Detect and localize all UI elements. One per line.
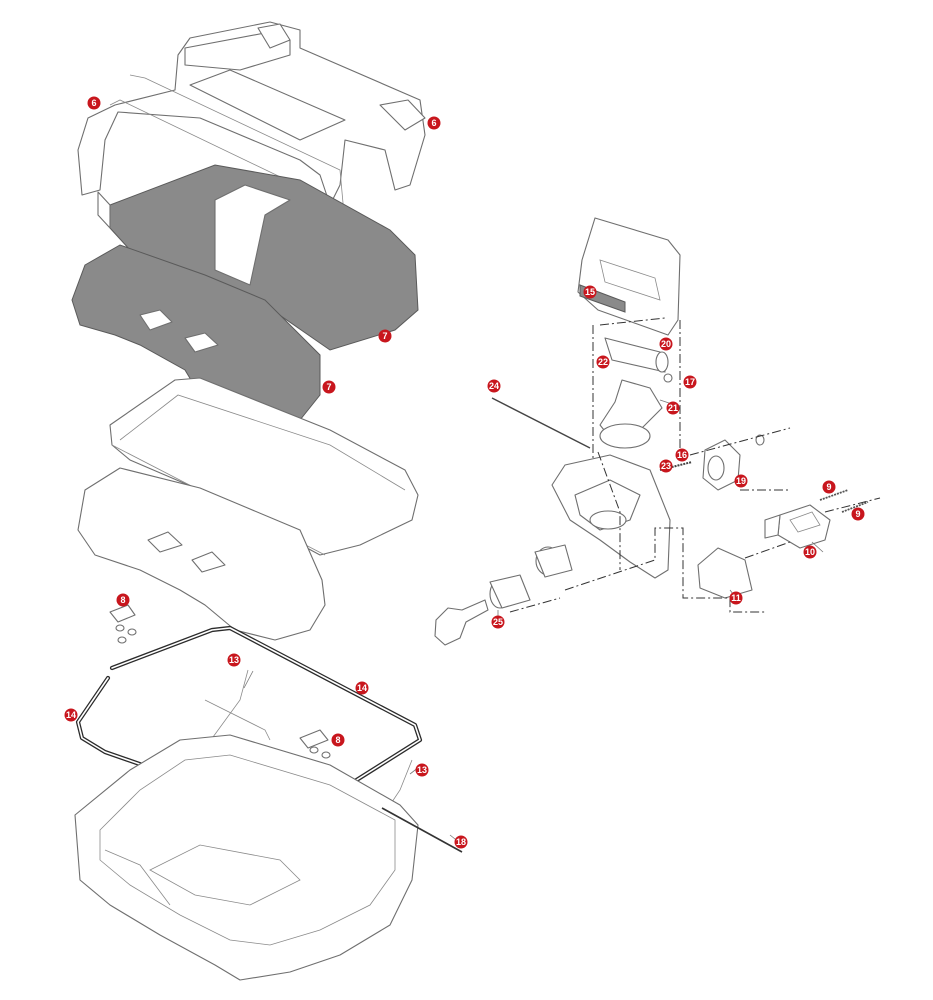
callout-label: 14 [66, 710, 76, 720]
callout-label: 25 [493, 617, 503, 627]
callout-marker [666, 401, 680, 415]
lock-plate-15 [577, 217, 681, 336]
callout-marker [491, 615, 505, 629]
callout-label: 8 [120, 595, 125, 605]
callout-label: 10 [805, 547, 815, 557]
callout-markers: 6 6 7 7 8 8 9 9 10 11 13 13 14 14 15 16 17 18 19 20 21 22 23 24… [64, 96, 865, 849]
callout-label: 6 [431, 118, 436, 128]
callout-label: 11 [731, 593, 741, 603]
lock-cylinder-19 [702, 434, 765, 491]
callout-marker [322, 380, 336, 394]
callout-label: 6 [91, 98, 96, 108]
callout-label: 24 [489, 381, 499, 391]
callout-marker [116, 593, 130, 607]
callout-label: 17 [685, 377, 695, 387]
rod-24 [491, 397, 591, 449]
callout-marker [822, 480, 836, 494]
callout-marker [415, 763, 429, 777]
hinge-clip-left [109, 604, 137, 644]
callout-marker [331, 733, 345, 747]
callout-marker [675, 448, 689, 462]
latch-10 [764, 504, 831, 549]
callout-marker [659, 337, 673, 351]
callout-marker [683, 375, 697, 389]
lock-barrel-20 [604, 337, 673, 383]
callout-marker [454, 835, 468, 849]
callout-marker [87, 96, 101, 110]
lock-springs-9 [819, 489, 869, 513]
callout-label: 9 [855, 509, 860, 519]
callout-marker [355, 681, 369, 695]
callout-label: 13 [417, 765, 427, 775]
base-tub [74, 734, 419, 981]
latch-11 [697, 547, 753, 599]
callout-label: 7 [382, 331, 387, 341]
callout-label: 15 [585, 287, 595, 297]
lid-handle-assembly [77, 21, 426, 233]
callout-marker [596, 355, 610, 369]
callout-marker [659, 459, 673, 473]
callout-label: 20 [661, 339, 671, 349]
assembly-lines [509, 317, 881, 613]
lid-outer-shell [77, 467, 326, 641]
callout-marker [729, 591, 743, 605]
callout-label: 14 [357, 683, 367, 693]
callout-marker [487, 379, 501, 393]
callout-label: 21 [668, 403, 678, 413]
hinge-rod [381, 807, 463, 853]
callout-marker [64, 708, 78, 722]
liner-panel-upper [97, 164, 419, 351]
callout-label: 19 [736, 476, 746, 486]
callout-label: 13 [229, 655, 239, 665]
callout-label: 7 [326, 382, 331, 392]
callout-marker [227, 653, 241, 667]
callout-marker [427, 116, 441, 130]
callout-label: 9 [826, 482, 831, 492]
callout-marker [851, 507, 865, 521]
liner-panel-lower [71, 244, 321, 431]
callout-marker [583, 285, 597, 299]
callout-marker [803, 545, 817, 559]
callout-label: 18 [456, 837, 466, 847]
key-and-bushings-25 [434, 544, 573, 646]
lock-housing [551, 423, 671, 579]
callout-label: 22 [598, 357, 608, 367]
spring-16-23 [659, 461, 693, 471]
callout-marker [734, 474, 748, 488]
callout-label: 8 [335, 735, 340, 745]
callout-label: 16 [677, 450, 687, 460]
callout-label: 23 [661, 461, 671, 471]
callout-marker [378, 329, 392, 343]
